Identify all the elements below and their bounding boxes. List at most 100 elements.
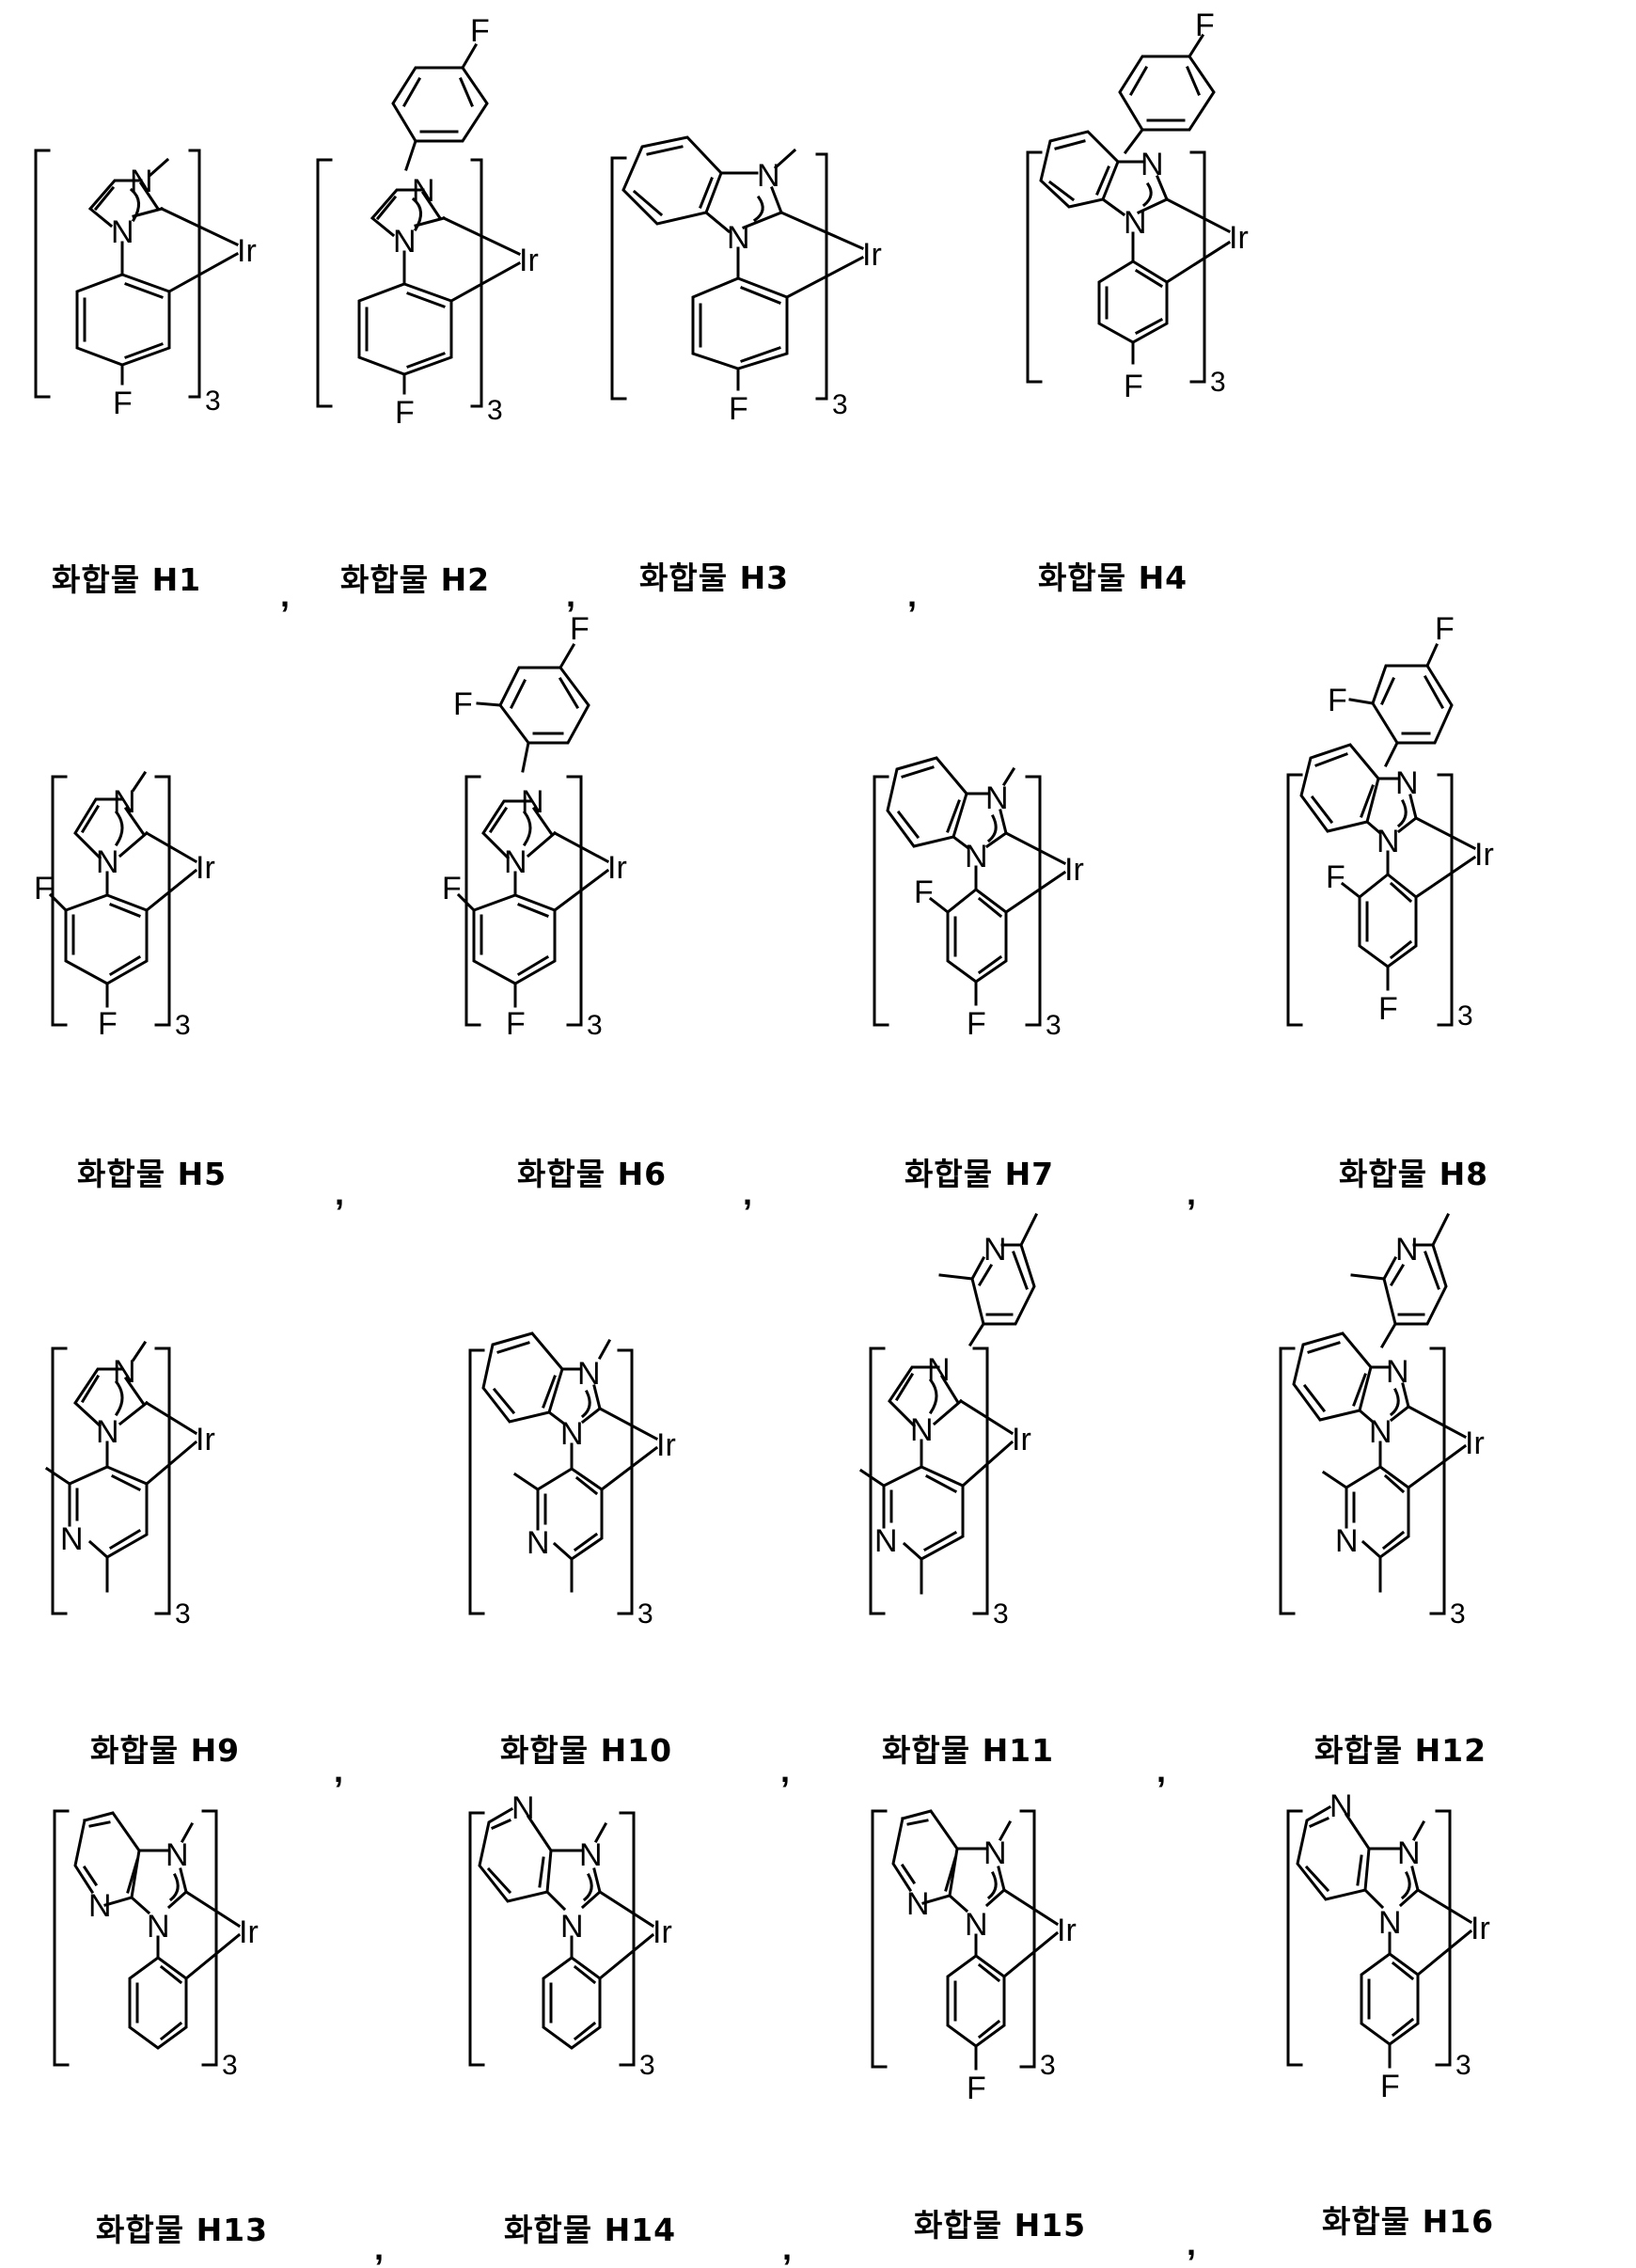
svg-text:N: N [511,1790,535,1826]
structure-h9: N N Ir N 3 [44,1340,215,1630]
structure-h1: N N Ir F 3 [34,149,257,421]
svg-text:F: F [1435,611,1455,647]
svg-text:N: N [88,1888,112,1924]
compound-label-h6: 화합물 H6 [517,1156,668,1192]
svg-text:N: N [111,214,134,250]
compound-h11: N N N Ir N 3 [846,1212,1156,1674]
separator-comma: , [1156,1751,1167,1789]
compound-label-h13: 화합물 H13 [96,2212,269,2248]
structure-h13: N N N Ir 3 [53,1809,259,2081]
svg-text:Ir: Ir [607,850,627,886]
structure-h8: F F N N Ir F F 3 [1286,611,1494,1032]
svg-text:N: N [1335,1523,1359,1559]
svg-text:Ir: Ir [1229,220,1249,256]
svg-text:F: F [1326,859,1345,895]
svg-text:3: 3 [1450,1599,1466,1630]
svg-text:F: F [442,871,462,906]
svg-text:Ir: Ir [239,1914,259,1950]
svg-text:N: N [1386,1354,1409,1390]
structure-h5: N N Ir F F 3 [34,770,215,1042]
compound-label-h1: 화합물 H1 [52,561,202,598]
svg-text:Ir: Ir [196,1422,215,1457]
compound-h10: N N Ir N 3 [451,1316,762,1674]
svg-text:3: 3 [222,2050,238,2081]
compound-h8: F F N N Ir F F 3 [1269,611,1589,1128]
svg-text:N: N [412,173,435,209]
svg-text:Ir: Ir [1064,852,1084,888]
compound-h4: F N N Ir F 3 [983,8,1293,404]
svg-text:N: N [527,1525,550,1561]
svg-text:N: N [910,1412,934,1448]
svg-text:3: 3 [637,1599,653,1630]
separator-comma: , [335,1173,345,1212]
svg-text:N: N [113,784,136,820]
svg-text:N: N [1395,765,1419,801]
compound-label-h8: 화합물 H8 [1339,1156,1489,1192]
svg-text:3: 3 [205,386,221,417]
compound-label-h16: 화합물 H16 [1322,2203,1495,2240]
structure-h12: N N N Ir N 3 [1279,1212,1485,1630]
structure-h16: N N N Ir F 3 [1286,1788,1490,2104]
svg-text:N: N [60,1521,84,1557]
svg-text:F: F [1124,369,1143,404]
svg-text:N: N [727,220,750,256]
svg-text:N: N [1397,1835,1421,1871]
svg-text:3: 3 [1040,2050,1056,2081]
separator-comma: , [1187,1173,1197,1212]
svg-text:Ir: Ir [196,850,215,886]
svg-text:3: 3 [1455,2050,1471,2081]
svg-text:N: N [983,1835,1007,1871]
svg-text:F: F [967,1006,986,1042]
structure-h11: N N N Ir N 3 [858,1212,1039,1630]
structure-h10: N N Ir N 3 [468,1331,676,1630]
svg-text:3: 3 [175,1010,191,1041]
compound-label-h9: 화합물 H9 [90,1732,241,1769]
svg-text:3: 3 [993,1599,1009,1630]
svg-text:Ir: Ir [1465,1425,1485,1461]
separator-comma: , [782,2229,793,2267]
svg-text:N: N [757,158,780,194]
compound-label-h2: 화합물 H2 [340,561,491,598]
svg-text:F: F [1378,991,1398,1027]
svg-text:F: F [395,395,415,431]
separator-comma: , [566,575,576,614]
svg-text:N: N [165,1837,189,1873]
svg-text:Ir: Ir [519,243,539,278]
svg-text:N: N [1369,1414,1392,1450]
svg-text:Ir: Ir [1057,1913,1077,1948]
svg-text:N: N [1376,824,1400,859]
svg-text:N: N [965,839,988,874]
svg-text:Ir: Ir [653,1914,672,1950]
compound-h13: N N N Ir 3 [38,1787,348,2134]
svg-text:3: 3 [639,2050,655,2081]
svg-text:N: N [906,1886,930,1922]
compound-h9: N N Ir N 3 [38,1316,320,1674]
svg-text:N: N [1329,1788,1353,1824]
compound-h1: N N Ir F 3 [28,132,291,451]
svg-text:F: F [470,13,490,49]
svg-text:N: N [96,844,119,880]
svg-text:N: N [113,1354,136,1390]
svg-text:F: F [1195,8,1215,43]
svg-text:N: N [1395,1232,1419,1268]
svg-text:Ir: Ir [656,1427,676,1463]
svg-text:N: N [1140,147,1164,182]
svg-text:N: N [560,1909,584,1945]
svg-text:3: 3 [487,395,503,426]
compound-h6: F F N N Ir F F 3 [442,611,762,1128]
compound-h5: N N Ir F F 3 [34,752,320,1119]
svg-text:3: 3 [1457,1000,1473,1032]
svg-text:N: N [504,844,527,880]
svg-text:F: F [98,1006,118,1042]
svg-text:N: N [927,1352,951,1388]
compound-label-h12: 화합물 H12 [1314,1732,1487,1769]
compound-label-h14: 화합물 H14 [504,2212,677,2248]
compound-h15: N N N Ir F 3 [856,1787,1166,2163]
svg-text:N: N [130,164,153,199]
structure-h14: N N N Ir 3 [468,1790,672,2081]
structure-h3: N N Ir F 3 [610,135,882,427]
svg-text:Ir: Ir [862,237,882,273]
svg-text:Ir: Ir [1471,1911,1490,1946]
svg-text:F: F [113,386,133,421]
svg-text:F: F [453,686,473,722]
